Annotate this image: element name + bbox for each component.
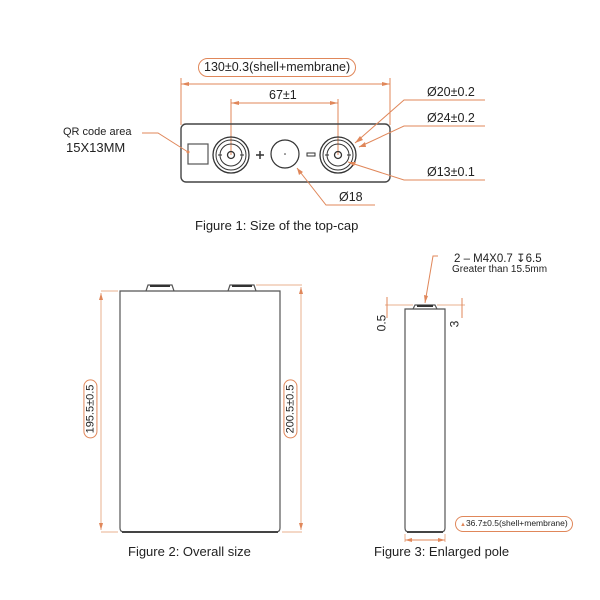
- figure3-pole-drawing: [385, 255, 465, 542]
- positive-terminal: [212, 136, 250, 174]
- diameter-18-label: Ø18: [339, 190, 363, 204]
- qr-code-size-label: 15X13MM: [66, 140, 126, 155]
- diameter-13-label: Ø13±0.1: [427, 165, 475, 179]
- plus-symbol-icon: [256, 151, 264, 159]
- cell-side-outline: [404, 308, 446, 533]
- height-200-label: 200.5±0.5: [283, 379, 298, 439]
- figure1-topcap-drawing: [142, 78, 485, 206]
- qr-code-area-label: QR code area: [63, 126, 132, 138]
- qr-code-area: [187, 143, 209, 165]
- figure1-caption: Figure 1: Size of the top-cap: [195, 218, 359, 233]
- thread-leader-line: [424, 255, 438, 304]
- cell-body-outline: [119, 290, 281, 533]
- safety-vent: [270, 139, 300, 169]
- pole-spacing-label: 67±1: [269, 88, 297, 102]
- overall-width-label: 130±0.3(shell+membrane): [198, 58, 357, 77]
- figure2-caption: Figure 2: Overall size: [128, 544, 251, 559]
- thickness-value: 36.7±0.5(shell+membrane): [465, 518, 568, 528]
- minus-symbol-icon: [306, 152, 316, 157]
- shoulder-label: 3: [447, 320, 462, 328]
- negative-terminal: [319, 136, 357, 174]
- thickness-label: ▲36.7±0.5(shell+membrane): [455, 516, 573, 532]
- thread-depth-note: Greater than 15.5mm: [452, 264, 548, 275]
- thread-spec-label: 2 – M4X0.7 ↧6.5: [454, 253, 542, 265]
- figure3-caption: Figure 3: Enlarged pole: [374, 544, 510, 559]
- figure2-overall-drawing: [99, 284, 303, 533]
- height-195-label: 195.5±0.5: [83, 379, 98, 439]
- diameter-20-label: Ø20±0.2: [427, 85, 475, 99]
- pole-height-label: 0.5: [374, 314, 389, 332]
- diameter-24-label: Ø24±0.2: [427, 111, 475, 125]
- qr-leader-line: [142, 132, 189, 153]
- arrow-up-icon: ▲: [460, 522, 466, 528]
- top-cap-outline: [180, 123, 391, 183]
